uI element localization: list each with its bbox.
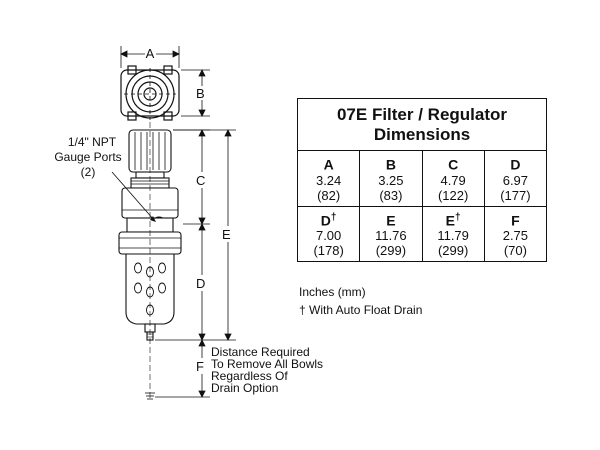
gauge-label-line3: (2): [81, 165, 96, 179]
dimension-a: [120, 46, 180, 68]
cell-inches: 4.79: [440, 172, 466, 188]
dimension-f: [155, 339, 210, 398]
cell-label: C: [448, 156, 459, 173]
cell-inches: 11.76: [375, 228, 407, 244]
gauge-port-callout: 1/4" NPT Gauge Ports (2): [54, 135, 156, 222]
cell-inches: 3.24: [315, 172, 342, 188]
dim-label-d: D: [196, 276, 205, 291]
cell-inches: 2.75: [502, 228, 529, 244]
drain-note-line3: Regardless Of: [211, 369, 288, 383]
dim-label-a: A: [146, 46, 155, 61]
cell-mm: (82): [317, 187, 341, 203]
front-view: [118, 122, 182, 400]
cell-label: F: [511, 212, 520, 229]
gauge-label-line2: Gauge Ports: [54, 150, 121, 164]
dim-label-c: C: [196, 173, 205, 188]
cell-mm: (299): [437, 243, 469, 259]
dimension-e: [173, 129, 236, 341]
cell-label: D: [510, 156, 521, 173]
cell-mm: (70): [503, 243, 527, 259]
cell-mm: (83): [379, 187, 403, 203]
cell-mm: (178): [313, 243, 344, 259]
cell-inches: 6.97: [502, 172, 529, 188]
dim-label-e: E: [222, 227, 231, 242]
cell-mm: (177): [500, 187, 531, 203]
cell-label: D†: [320, 211, 337, 229]
top-view: [120, 65, 180, 121]
cell-label: A: [323, 156, 334, 173]
cell-label: E: [386, 212, 396, 229]
cell-inches: 11.79: [437, 228, 469, 244]
table-title-line1: 07E Filter / Regulator: [336, 105, 508, 124]
table-title-line2: Dimensions: [373, 125, 471, 144]
cell-inches: 7.00: [315, 228, 342, 244]
dim-label-f: F: [196, 359, 204, 374]
dagger-note: † With Auto Float Drain: [299, 303, 423, 317]
gauge-label-line1: 1/4" NPT: [68, 135, 117, 149]
gauge-leader-line: [111, 171, 155, 221]
table-title-row: 07E Filter / Regulator Dimensions: [297, 98, 547, 151]
cell-mm: (122): [437, 187, 469, 203]
cell-mm: (299): [375, 243, 407, 259]
drain-note-line2: To Remove All Bowls: [211, 357, 323, 371]
drain-note: Distance Required To Remove All Bowls Re…: [211, 345, 323, 395]
table-cell: D†7.00(178): [296, 205, 361, 263]
dim-label-b: B: [196, 86, 205, 101]
dimension-d: [155, 223, 236, 341]
cell-label: E†: [445, 211, 461, 229]
dimension-b: [181, 69, 210, 117]
drain-note-line1: Distance Required: [211, 345, 310, 359]
table-cell: E†11.79(299): [421, 205, 485, 263]
units-note: Inches (mm): [299, 285, 366, 299]
table-title: 07E Filter / Regulator Dimensions: [297, 98, 547, 151]
cell-label: B: [385, 156, 396, 173]
drain-note-line4: Drain Option: [211, 381, 278, 395]
cell-inches: 3.25: [378, 172, 404, 188]
